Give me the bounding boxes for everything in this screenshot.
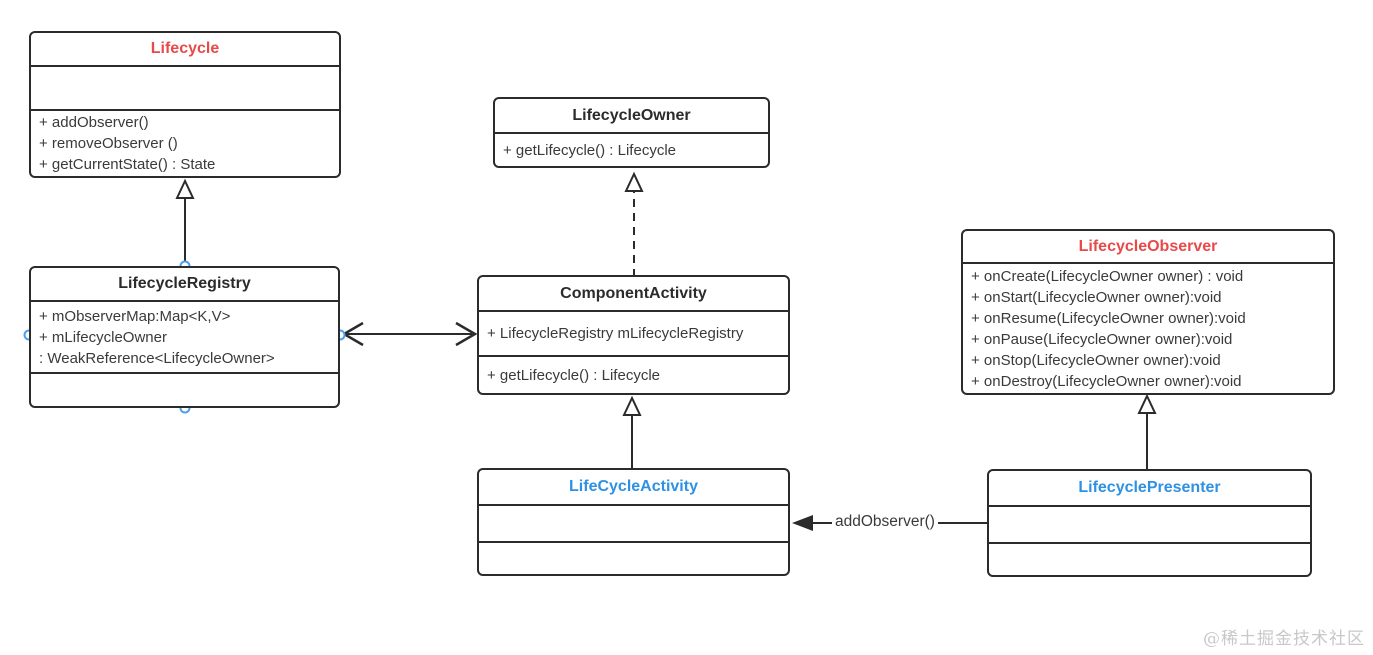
class-lifecycleobserver[interactable]: LifecycleObserver + onCreate(LifecycleOw…	[961, 229, 1335, 395]
edge-lifecycleactivity-extends-componentactivity[interactable]	[622, 395, 642, 468]
methods-compartment	[479, 541, 788, 574]
class-lifecycleowner[interactable]: LifecycleOwner + getLifecycle() : Lifecy…	[493, 97, 770, 168]
methods-compartment	[31, 372, 338, 406]
class-lifecycle[interactable]: Lifecycle + addObserver() + removeObserv…	[29, 31, 341, 178]
member-line: + onDestroy(LifecycleOwner owner):void	[971, 372, 1242, 390]
edge-lifecycleregistry-componentactivity-association[interactable]	[341, 321, 478, 347]
class-lifecycleregistry[interactable]: LifecycleRegistry + mObserverMap:Map<K,V…	[29, 266, 340, 408]
fields-compartment: + LifecycleRegistry mLifecycleRegistry	[479, 310, 788, 355]
class-lifecyclepresenter[interactable]: LifecyclePresenter	[987, 469, 1312, 577]
methods-compartment: + onCreate(LifecycleOwner owner) : void …	[963, 262, 1333, 393]
member-line: + mLifecycleOwner	[39, 328, 167, 346]
edge-lifecyclepresenter-extends-lifecycleobserver[interactable]	[1137, 393, 1157, 469]
member-line: + getCurrentState() : State	[39, 155, 216, 173]
edge-lifecycleregistry-extends-lifecycle[interactable]	[175, 178, 195, 263]
member-line: + onStop(LifecycleOwner owner):void	[971, 351, 1221, 369]
edge-label-addobserver: addObserver()	[832, 513, 938, 531]
edge-componentactivity-implements-lifecycleowner[interactable]	[624, 171, 644, 277]
class-componentactivity[interactable]: ComponentActivity + LifecycleRegistry mL…	[477, 275, 790, 395]
class-lifecycleactivity[interactable]: LifeCycleActivity	[477, 468, 790, 576]
fields-compartment	[479, 504, 788, 541]
member-line: + getLifecycle() : Lifecycle	[503, 141, 676, 159]
member-line: + LifecycleRegistry mLifecycleRegistry	[487, 325, 744, 342]
class-title-lifecycleactivity: LifeCycleActivity	[569, 478, 698, 495]
class-title-lifecycleowner: LifecycleOwner	[572, 106, 691, 124]
member-line: + onCreate(LifecycleOwner owner) : void	[971, 267, 1244, 285]
methods-compartment: + getLifecycle() : Lifecycle	[495, 132, 768, 166]
class-title-lifecycleobserver: LifecycleObserver	[1078, 237, 1218, 255]
watermark: @稀土掘金技术社区	[1203, 629, 1365, 649]
fields-compartment: + mObserverMap:Map<K,V> + mLifecycleOwne…	[31, 300, 338, 372]
member-line: + onResume(LifecycleOwner owner):void	[971, 309, 1246, 327]
methods-compartment: + getLifecycle() : Lifecycle	[479, 355, 788, 393]
fields-compartment	[31, 65, 339, 109]
member-line: + addObserver()	[39, 113, 149, 131]
methods-compartment: + addObserver() + removeObserver () + ge…	[31, 108, 339, 176]
member-line: : WeakReference<LifecycleOwner>	[39, 349, 275, 367]
member-line: + removeObserver ()	[39, 134, 178, 152]
member-line: + onStart(LifecycleOwner owner):void	[971, 288, 1222, 306]
methods-compartment	[989, 542, 1310, 575]
class-title-componentactivity: ComponentActivity	[560, 284, 707, 302]
fields-compartment	[989, 505, 1310, 542]
member-line: + getLifecycle() : Lifecycle	[487, 366, 660, 384]
class-title-lifecycleregistry: LifecycleRegistry	[118, 275, 251, 292]
class-title-lifecycle: Lifecycle	[150, 40, 220, 57]
class-title-lifecyclepresenter: LifecyclePresenter	[1078, 479, 1221, 496]
member-line: + onPause(LifecycleOwner owner):void	[971, 330, 1233, 348]
member-line: + mObserverMap:Map<K,V>	[39, 307, 231, 325]
